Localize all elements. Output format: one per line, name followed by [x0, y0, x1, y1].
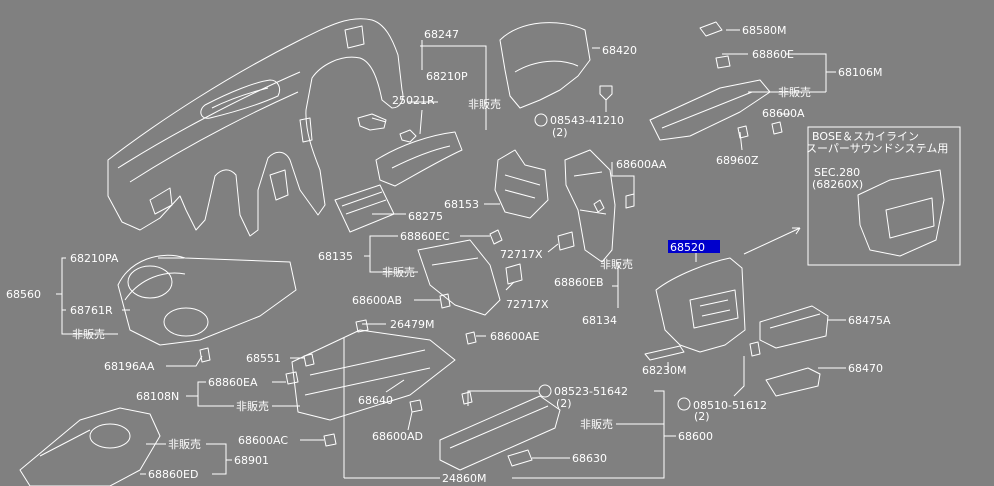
- label-68108n[interactable]: 68108N: [136, 390, 179, 403]
- label-hanbai-left: 非販売: [72, 328, 105, 341]
- label-68761r[interactable]: 68761R: [70, 304, 113, 317]
- label-68960z[interactable]: 68960Z: [716, 154, 759, 167]
- label-68420[interactable]: 68420: [602, 44, 637, 57]
- label-68520-highlight: [668, 240, 720, 253]
- label-68230m[interactable]: 68230M: [642, 364, 686, 377]
- label-68135[interactable]: 68135: [318, 250, 353, 263]
- label-68275[interactable]: 68275: [408, 210, 443, 223]
- label-68630[interactable]: 68630: [572, 452, 607, 465]
- latch-68630-drawing: [507, 449, 533, 467]
- label-68600ad[interactable]: 68600AD: [372, 430, 423, 443]
- label-68580m[interactable]: 68580M: [742, 24, 786, 37]
- label-68600ab[interactable]: 68600AB: [352, 294, 402, 307]
- part-drawings: [19, 18, 961, 486]
- label-25021r[interactable]: 25021R: [392, 94, 435, 107]
- label-hanbai-901: 非販売: [168, 438, 201, 451]
- finisher-68247-drawing: [375, 131, 463, 187]
- label-08543-qty: (2): [552, 126, 568, 139]
- inset-ref-label[interactable]: (68260X): [812, 178, 863, 191]
- label-68600ac[interactable]: 68600AC: [238, 434, 288, 447]
- bracket-68153-drawing: [494, 149, 549, 219]
- label-68860e[interactable]: 68860E: [752, 48, 794, 61]
- glove-box-drawing: [439, 395, 561, 471]
- lower-panel-68108n-drawing: [291, 329, 456, 421]
- label-08543-41210[interactable]: 08543-41210: [550, 114, 624, 127]
- grille-68275-drawing: [334, 184, 395, 233]
- label-68600[interactable]: 68600: [678, 430, 713, 443]
- label-24860m[interactable]: 24860M: [442, 472, 486, 485]
- label-08510-51612[interactable]: 08510-51612: [693, 399, 767, 412]
- finisher-68520-drawing: [655, 257, 746, 353]
- finisher-68106m-drawing: [649, 79, 771, 141]
- label-68860ea[interactable]: 68860EA: [208, 376, 258, 389]
- finisher-68247-inner-drawing: [391, 145, 451, 169]
- stay-68134-drawing: [564, 149, 616, 263]
- label-68153[interactable]: 68153: [444, 198, 479, 211]
- label-68210p[interactable]: 68210P: [426, 70, 468, 83]
- label-26479m[interactable]: 26479M: [390, 318, 434, 331]
- label-68860ed[interactable]: 68860ED: [148, 468, 198, 481]
- label-08523-qty: (2): [556, 397, 572, 410]
- label-68520[interactable]: 68520: [670, 241, 705, 254]
- label-68134[interactable]: 68134: [582, 314, 617, 327]
- label-72717x-a[interactable]: 72717X: [500, 248, 543, 261]
- label-hanbai-right: 非販売: [778, 86, 811, 99]
- meter-hood-drawing: [499, 22, 591, 109]
- label-68860ec[interactable]: 68860EC: [400, 230, 450, 243]
- console-68135-drawing: [417, 239, 501, 316]
- label-hanbai-68135: 非販売: [382, 266, 415, 279]
- label-72717x-b[interactable]: 72717X: [506, 298, 549, 311]
- label-68470[interactable]: 68470: [848, 362, 883, 375]
- label-68901[interactable]: 68901: [234, 454, 269, 467]
- part-labels: 68247 68210P 25021R 非販売 68420 08543-4121…: [6, 24, 948, 485]
- pad-72717x-b-drawing: [505, 263, 523, 285]
- inset-unit-drawing: [857, 169, 945, 257]
- label-68106m[interactable]: 68106M: [838, 66, 882, 79]
- pad-72717x-a-drawing: [557, 231, 575, 251]
- label-68560[interactable]: 68560: [6, 288, 41, 301]
- clip-small-drawing: [399, 129, 417, 143]
- label-hanbai-eb: 非販売: [600, 258, 633, 271]
- inset-title-line1: BOSE＆スカイライン: [812, 130, 919, 143]
- label-08523-51642[interactable]: 08523-51642: [554, 385, 628, 398]
- label-68600ae[interactable]: 68600AE: [490, 330, 540, 343]
- label-hanbai-top: 非販売: [468, 98, 501, 111]
- label-hanbai-600: 非販売: [580, 418, 613, 431]
- label-68860eb[interactable]: 68860EB: [554, 276, 604, 289]
- clip-25021r-drawing: [357, 113, 387, 131]
- label-68600a[interactable]: 68600A: [762, 107, 805, 120]
- instrument-panel-drawing: [107, 18, 404, 237]
- label-68196aa[interactable]: 68196AA: [104, 360, 155, 373]
- label-08510-qty: (2): [694, 410, 710, 423]
- meter-hood-inner-drawing: [514, 60, 579, 73]
- label-68640[interactable]: 68640: [358, 394, 393, 407]
- floor-console-drawing: [19, 407, 161, 486]
- side-ventilator-drawing: [117, 254, 297, 346]
- screw-08543-drawing: [599, 85, 613, 101]
- inset-title-line2: スーパーサウンドシステム用: [806, 142, 948, 155]
- leader-lines: [56, 29, 846, 479]
- cup-holder-drawing: [759, 305, 829, 349]
- label-68247[interactable]: 68247: [424, 28, 459, 41]
- inset-sec-label[interactable]: SEC.280: [814, 166, 860, 179]
- bracket-68470-drawing: [765, 367, 821, 397]
- strip-68230m-drawing: [644, 345, 685, 361]
- label-68600aa[interactable]: 68600AA: [616, 158, 667, 171]
- label-hanbai-108: 非販売: [236, 400, 269, 413]
- inset-box: [807, 126, 961, 266]
- label-68475a[interactable]: 68475A: [848, 314, 891, 327]
- label-68551[interactable]: 68551: [246, 352, 281, 365]
- label-68210pa[interactable]: 68210PA: [70, 252, 119, 265]
